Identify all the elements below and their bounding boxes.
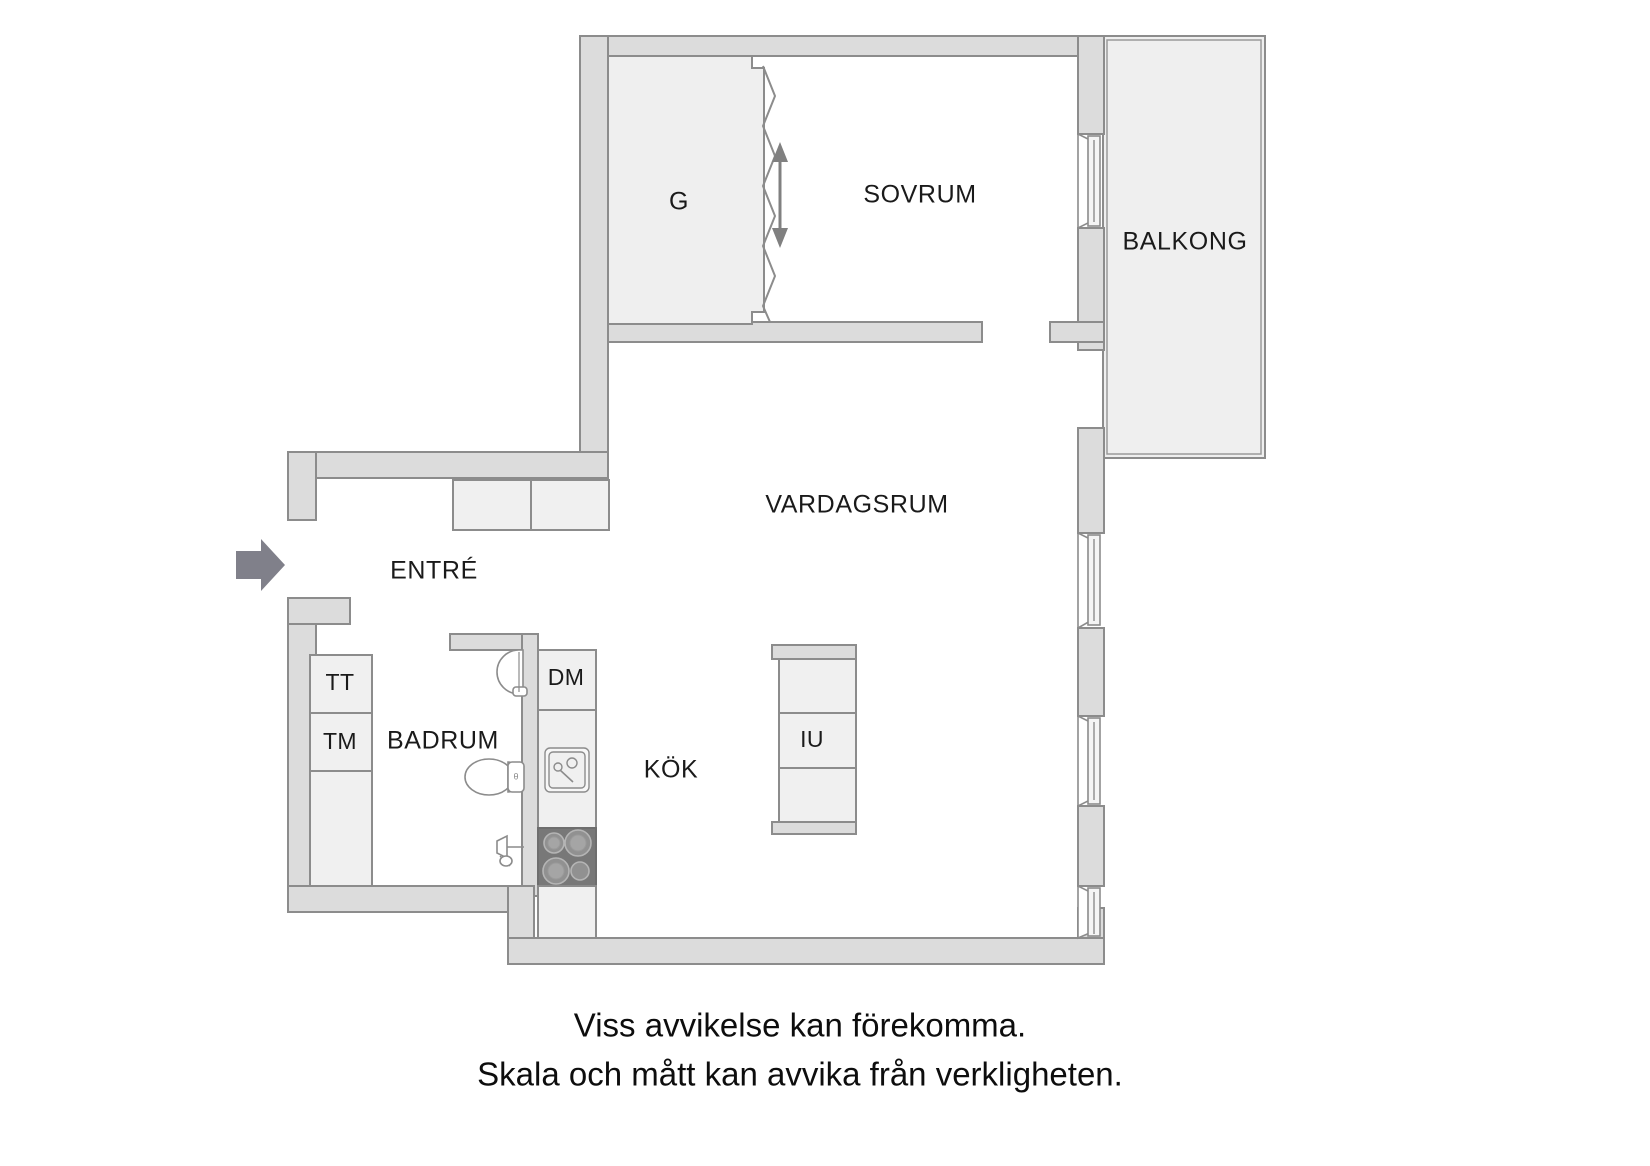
stove-burners [542,829,592,885]
window-living-2 [1077,714,1101,808]
room-label-entre: ENTRÉ [390,556,478,585]
room-label-balkong: BALKONG [1122,228,1247,256]
windows [1077,132,1101,940]
kitchen-island-iu [771,644,857,835]
entry-arrow-icon [236,539,285,591]
bathroom-fixtures: θ [464,649,528,867]
toilet-icon: θ [464,758,525,796]
appliance-labels: TT TM DM IU [323,664,824,754]
bathroom-appliances [309,654,373,887]
caption-line-2: Skala och mått kan avvika från verklighe… [477,1056,1123,1093]
room-label-garderob: G [669,188,689,216]
appliance-label-dm: DM [548,664,585,690]
kitchen-counter [537,649,597,939]
room-label-sovrum: SOVRUM [863,181,976,209]
appliance-label-tt: TT [326,669,355,695]
entry-closets [452,479,610,531]
shower-icon [496,834,524,867]
sliding-direction-arrow [772,142,788,248]
window-living-1 [1077,531,1101,630]
caption-line-1: Viss avvikelse kan förekomma. [574,1007,1026,1044]
wardrobe-g [607,55,788,325]
appliance-label-iu: IU [800,726,824,752]
caption-block: Viss avvikelse kan förekomma. Skala och … [477,1007,1123,1093]
window-living-3 [1077,884,1101,940]
kitchen-sink-icon [544,747,590,793]
svg-text:θ: θ [513,771,518,781]
room-label-kok: KÖK [644,756,699,784]
balcony-area [1102,35,1266,459]
window-balcony-north [1077,132,1101,230]
room-labels: G SOVRUM BALKONG VARDAGSRUM ENTRÉ BADRUM… [387,181,1247,784]
sink-icon [496,649,528,697]
appliance-label-tm: TM [323,728,357,754]
room-label-badrum: BADRUM [387,727,499,755]
room-label-vardagsrum: VARDAGSRUM [765,491,948,519]
